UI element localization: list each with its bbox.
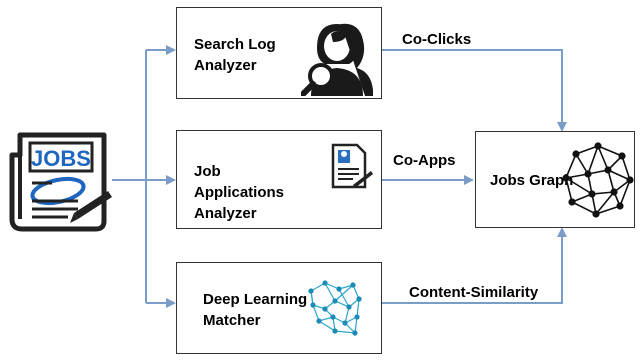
- search-log-line1: Search Log: [194, 36, 276, 53]
- job-apps-line3: Analyzer: [194, 205, 257, 222]
- search-log-analyzer-box: Search Log Analyzer: [176, 7, 382, 99]
- co-clicks-label: Co-Clicks: [402, 31, 472, 48]
- graph-mesh-icon: [562, 140, 634, 220]
- deep-learning-label: Deep Learning Matcher: [203, 289, 307, 331]
- job-applications-analyzer-box: Job Applications Analyzer: [176, 130, 382, 229]
- application-document-icon: [329, 141, 373, 191]
- person-magnifier-icon: [300, 18, 377, 97]
- jobs-source-label: JOBS: [31, 146, 91, 171]
- co-apps-label: Co-Apps: [393, 152, 456, 169]
- search-log-line2: Analyzer: [194, 57, 257, 74]
- jobs-graph-label: Jobs Graph: [490, 172, 574, 189]
- deep-learning-matcher-box: Deep Learning Matcher: [176, 262, 382, 354]
- neural-network-icon: [305, 277, 363, 337]
- jobs-newspaper-icon: JOBS: [8, 125, 114, 233]
- job-apps-line2: Applications: [194, 184, 285, 201]
- deep-learning-line1: Deep Learning: [203, 291, 308, 308]
- job-apps-label: Job Applications Analyzer: [194, 161, 284, 224]
- arrow-content-similarity: [382, 227, 567, 304]
- jobs-graph-box: Jobs Graph: [475, 131, 635, 228]
- deep-learning-line2: Matcher: [203, 312, 261, 329]
- arrow-co-clicks: [382, 49, 567, 132]
- search-log-analyzer-label: Search Log Analyzer: [194, 34, 276, 76]
- content-similarity-label: Content-Similarity: [409, 284, 539, 301]
- job-apps-line1: Job: [194, 163, 221, 180]
